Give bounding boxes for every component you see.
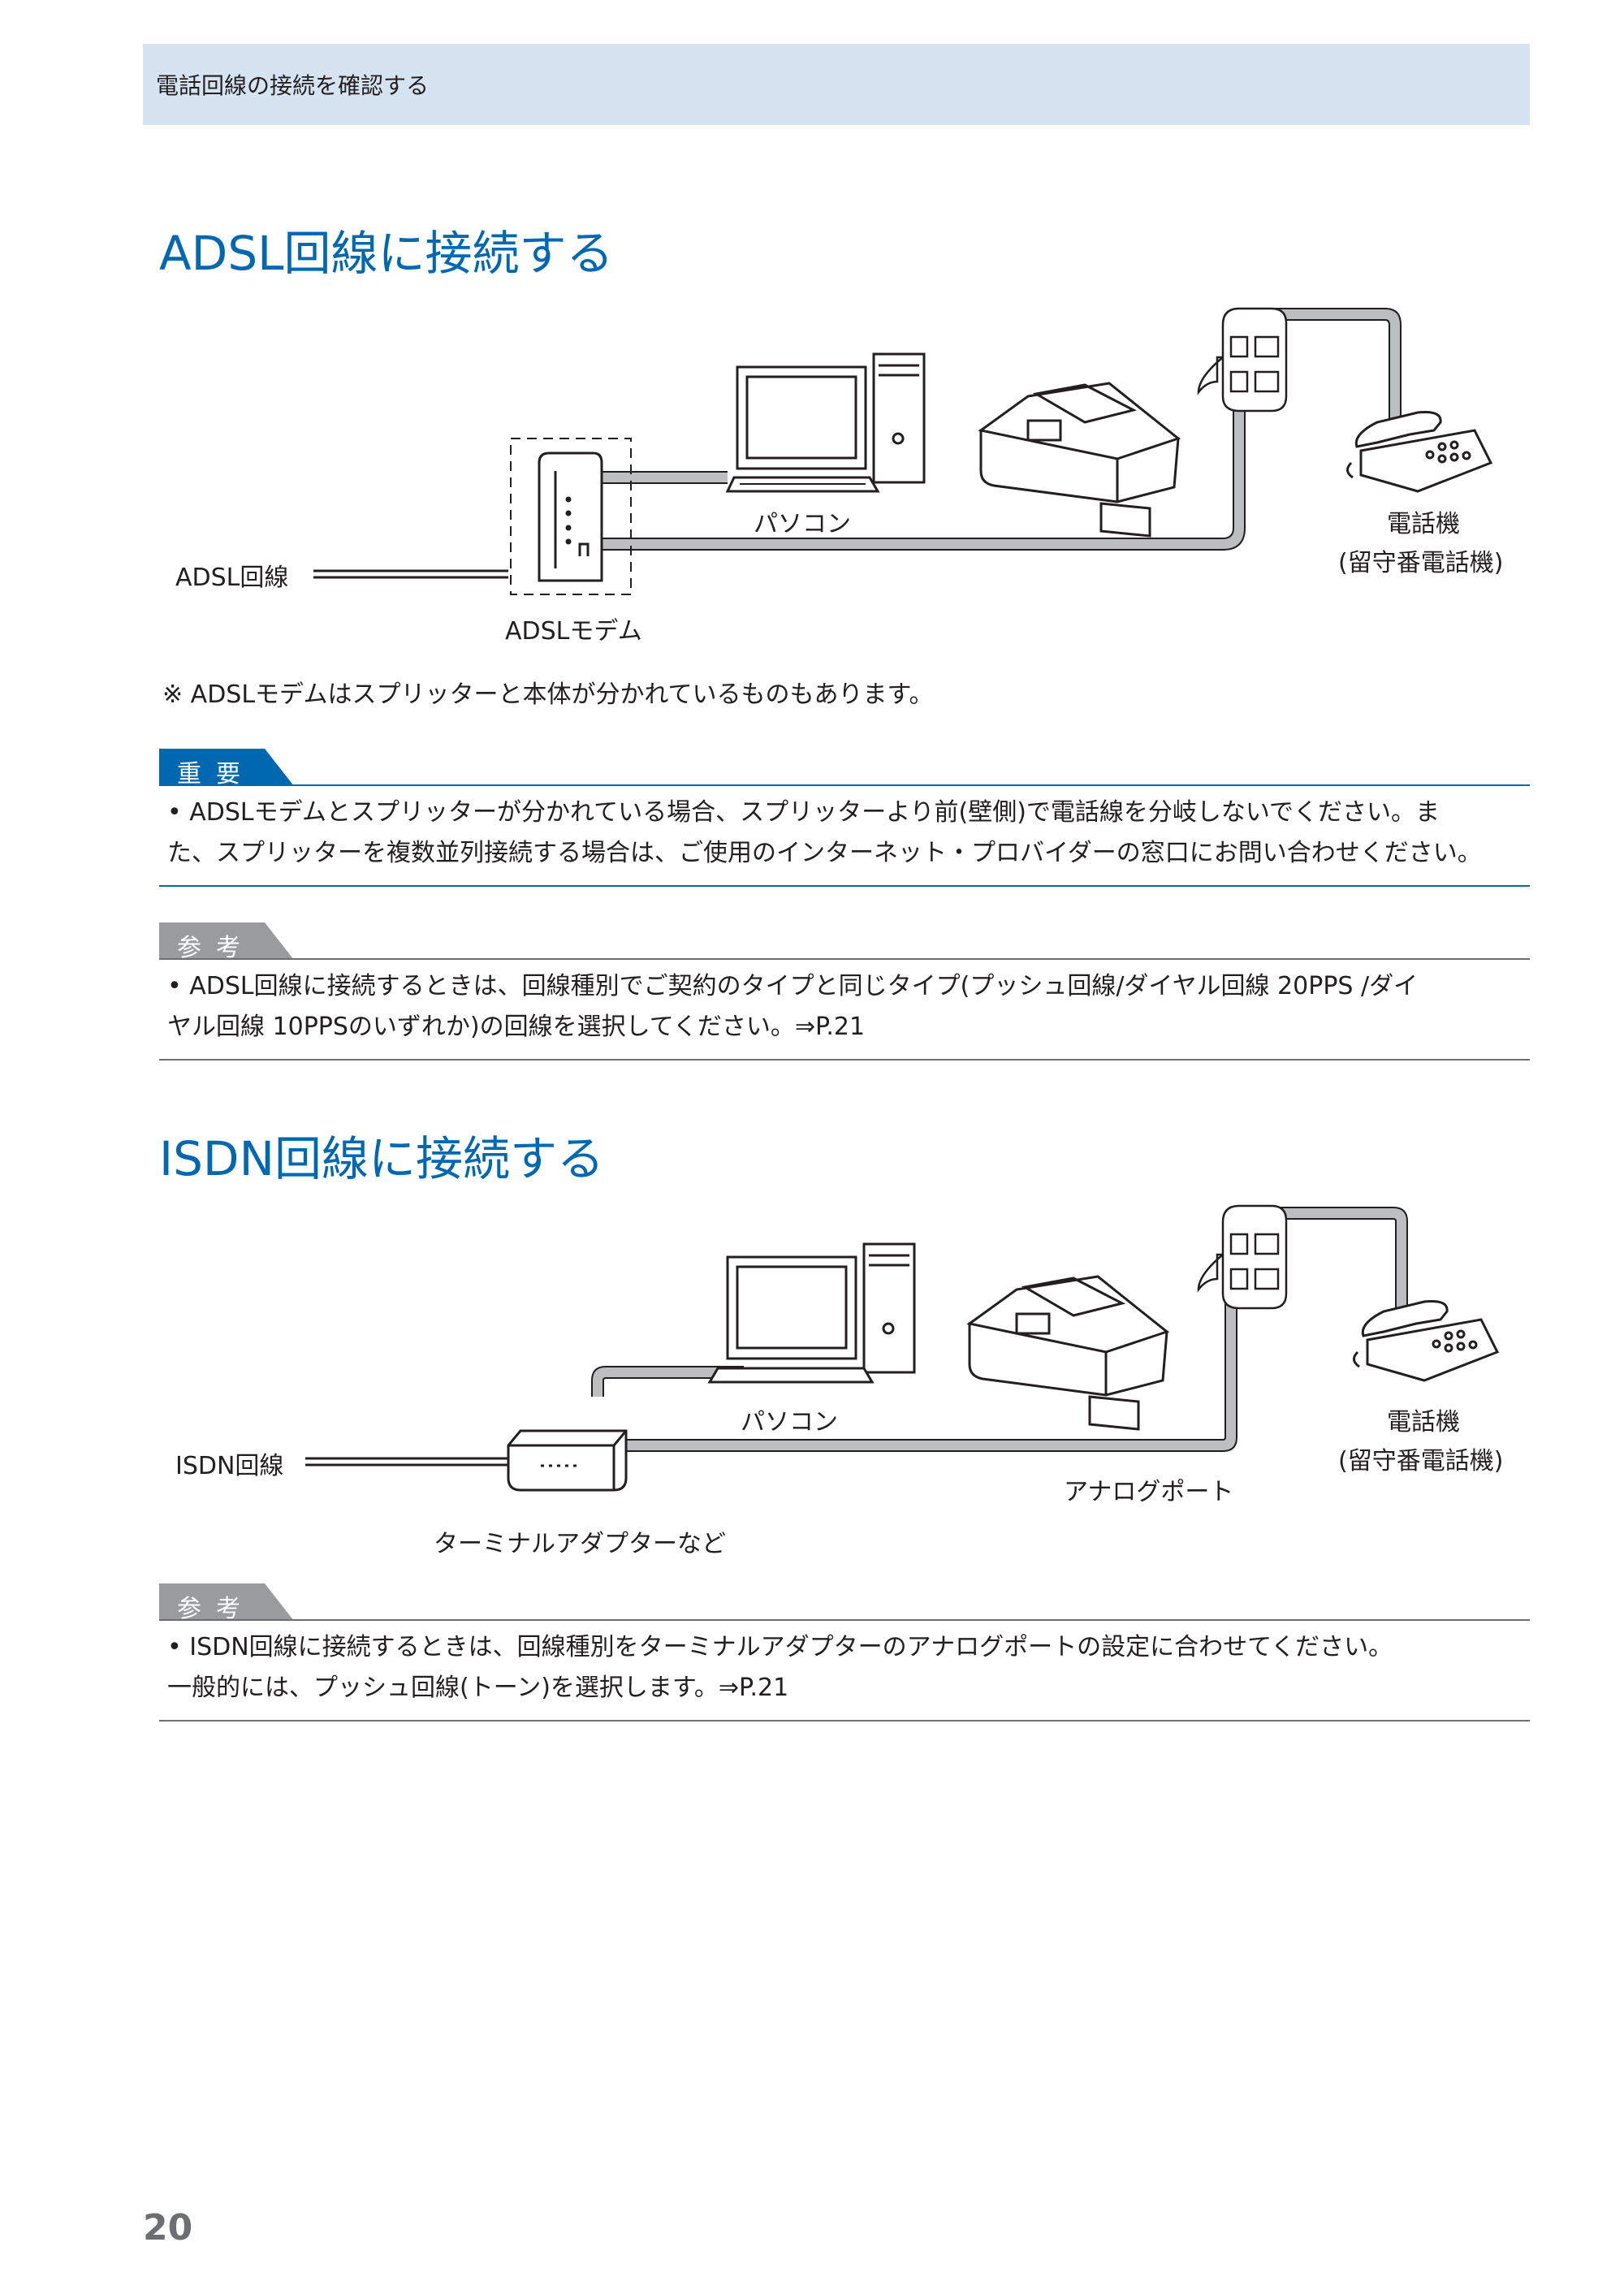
adsl-reference-tag-shape bbox=[159, 922, 294, 960]
important-line-1: • ADSLモデムとスプリッターが分かれている場合、スプリッターより前(壁側)で… bbox=[167, 798, 1440, 827]
printer-icon bbox=[978, 382, 1181, 538]
adsl-phone-sub-label: (留守番電話機) bbox=[1338, 549, 1504, 577]
isdn-reference-line-1: • ISDN回線に接続するときは、回線種別をターミナルアダプターのアナログポート… bbox=[167, 1633, 1393, 1661]
terminal-adapter-label: ターミナルアダプターなど bbox=[434, 1530, 726, 1558]
modem-printer-cable bbox=[581, 394, 1245, 550]
modem-dashed-box bbox=[510, 438, 632, 595]
important-top-rule bbox=[159, 784, 1530, 786]
important-tag-shape bbox=[159, 749, 294, 786]
section-header-title: 電話回線の接続を確認する bbox=[156, 72, 430, 99]
adsl-reference-tag: 参考 bbox=[159, 922, 305, 962]
isdn-reference-tag: 参考 bbox=[159, 1583, 305, 1623]
isdn-port-callout-icon bbox=[1197, 1204, 1288, 1310]
adsl-reference-body: • ADSL回線に接続するときは、回線種別でご契約のタイプと同じタイプ(プッシュ… bbox=[167, 966, 1418, 1048]
isdn-pc-icon bbox=[707, 1242, 916, 1384]
isdn-phone-sub-label: (留守番電話機) bbox=[1338, 1447, 1504, 1475]
adsl-reference-tag-label: 参考 bbox=[177, 934, 255, 962]
ta-pc-cable bbox=[592, 1367, 744, 1397]
adsl-reference-line-1: • ADSL回線に接続するときは、回線種別でご契約のタイプと同じタイプ(プッシュ… bbox=[167, 972, 1419, 1000]
adsl-footnote: ※ ADSLモデムはスプリッターと本体が分かれているものもあります。 bbox=[162, 680, 934, 709]
isdn-telephone-icon bbox=[1353, 1300, 1500, 1382]
ta-printer-cable bbox=[594, 1291, 1237, 1451]
isdn-reference-line-2: 一般的には、プッシュ回線(トーン)を選択します。⇒P.21 bbox=[167, 1674, 789, 1702]
isdn-reference-tag-label: 参考 bbox=[177, 1595, 255, 1623]
adsl-reference-line-2: ヤル回線 10PPSのいずれか)の回線を選択してください。⇒P.21 bbox=[167, 1013, 866, 1041]
adsl-pc-label: パソコン bbox=[754, 510, 851, 538]
isdn-reference-body: • ISDN回線に接続するときは、回線種別をターミナルアダプターのアナログポート… bbox=[167, 1627, 1393, 1709]
important-tag: 重要 bbox=[159, 749, 305, 788]
important-line-2: た、スプリッターを複数並列接続する場合は、ご使用のインターネット・プロバイダーの… bbox=[167, 839, 1482, 867]
adsl-modem-label: ADSLモデム bbox=[505, 617, 642, 646]
adsl-diagram bbox=[313, 307, 1493, 595]
isdn-reference-tag-shape bbox=[159, 1583, 294, 1621]
section-header-band: 電話回線の接続を確認する bbox=[143, 44, 1530, 125]
isdn-line-label: ISDN回線 bbox=[175, 1452, 284, 1480]
page-number: 20 bbox=[143, 2207, 193, 2249]
adsl-reference-top-rule bbox=[159, 958, 1530, 960]
important-bottom-rule bbox=[159, 885, 1530, 887]
adsl-line-label: ADSL回線 bbox=[175, 564, 289, 592]
telephone-icon bbox=[1346, 411, 1493, 493]
port-callout-icon bbox=[1197, 307, 1288, 413]
important-body: • ADSLモデムとスプリッターが分かれている場合、スプリッターより前(壁側)で… bbox=[167, 793, 1482, 874]
adsl-modem-icon bbox=[538, 451, 603, 582]
isdn-heading: ISDN回線に接続する bbox=[159, 1131, 604, 1186]
adsl-phone-label: 電話機 bbox=[1387, 510, 1460, 538]
analog-port-label: アナログポート bbox=[1064, 1478, 1234, 1506]
isdn-printer-icon bbox=[966, 1275, 1170, 1431]
isdn-pc-label: パソコン bbox=[741, 1408, 838, 1436]
pc-icon bbox=[725, 352, 926, 493]
isdn-diagram bbox=[305, 1204, 1500, 1492]
adsl-heading: ADSL回線に接続する bbox=[159, 226, 614, 281]
isdn-phone-label: 電話機 bbox=[1387, 1408, 1460, 1436]
important-tag-label: 重要 bbox=[177, 760, 255, 788]
adsl-reference-bottom-rule bbox=[159, 1059, 1530, 1061]
isdn-reference-bottom-rule bbox=[159, 1720, 1530, 1722]
terminal-adapter-icon bbox=[507, 1429, 628, 1492]
isdn-reference-top-rule bbox=[159, 1619, 1530, 1621]
